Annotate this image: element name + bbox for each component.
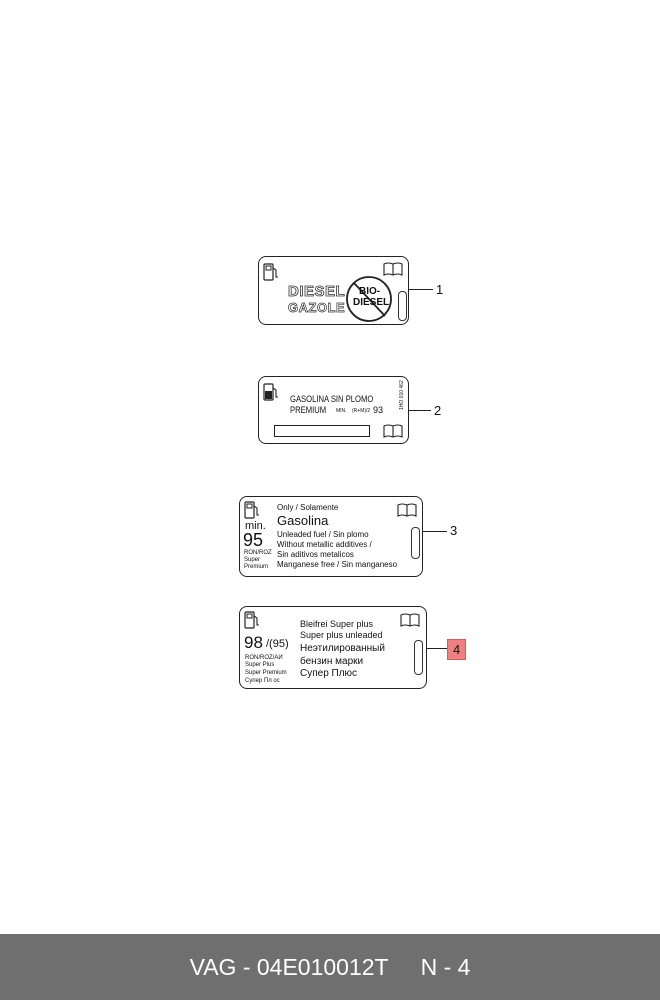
diesel-text: DIESEL xyxy=(288,283,346,300)
super-ru-text: Супер Пл ос xyxy=(245,678,280,684)
part-code-pill xyxy=(411,527,420,559)
rm-text: (R+M)/2 xyxy=(352,408,371,414)
gazole-text: GAZOLE xyxy=(288,300,346,315)
side-code-text: 1HO 010 462 xyxy=(399,380,405,410)
sin-aditivos-text: Sin aditivos metalicos xyxy=(277,550,354,559)
footer-bar: VAG - 04E010012T N - 4 xyxy=(0,934,660,1000)
only-solamente-text: Only / Solamente xyxy=(277,503,339,512)
manual-book-icon xyxy=(383,262,403,276)
no-biodiesel-icon xyxy=(346,276,392,322)
callout-leader-3 xyxy=(423,531,447,532)
premium-text: PREMIUM xyxy=(290,405,327,415)
fuel-pump-icon xyxy=(244,611,259,629)
manganese-free-text: Manganese free / Sin manganeso xyxy=(277,560,398,569)
super-plus-ru-text: Супер Плюс xyxy=(300,668,358,679)
callout-4: 4 xyxy=(447,639,467,660)
part-number: VAG - 04E010012T xyxy=(189,953,389,980)
super-plus-text: Super Plus xyxy=(245,662,275,668)
super-premium-text: Super Premium xyxy=(245,670,287,676)
callout-leader-1 xyxy=(409,289,433,290)
diesel-badge-text: DIESEL xyxy=(353,297,390,308)
bleifrei-text: Bleifrei Super plus xyxy=(300,619,374,629)
octane-95-alt: /(95) xyxy=(266,638,289,650)
ron-roz-text: RON/ROZ xyxy=(244,550,272,556)
unleaded-text: Unleaded fuel / Sin plomo xyxy=(277,530,369,539)
callout-1: 1 xyxy=(436,282,444,297)
callout-leader-2 xyxy=(409,410,431,411)
benzin-marki-text: бензин марки xyxy=(300,656,364,667)
neetilirovanny-text: Неэтилированный xyxy=(300,643,385,654)
super-text: Super xyxy=(244,557,261,563)
manual-book-icon xyxy=(397,503,417,517)
octane-93: 93 xyxy=(373,405,384,415)
diesel-label: DIESEL GAZOLE BIO- DIESEL xyxy=(258,256,409,325)
without-metallic-text: Without metallic additives / xyxy=(277,540,372,549)
blank-field xyxy=(274,425,370,437)
fuel-pump-icon xyxy=(263,383,278,401)
super-plus-98-label: 98 /(95) RON/ROZ/АИ Super Plus Super Pre… xyxy=(239,606,427,689)
part-code-pill xyxy=(414,640,423,675)
gasolina-text: GASOLINA SIN PLOMO xyxy=(290,394,374,404)
callout-leader-4 xyxy=(427,648,447,649)
fuel-pump-icon xyxy=(244,501,259,519)
octane-95: 95 xyxy=(243,530,264,550)
gasolina-95-label: min. 95 RON/ROZ Super Premium Only / Sol… xyxy=(239,496,423,577)
part-code-pill xyxy=(398,291,407,321)
reference-number: N - 4 xyxy=(420,953,471,980)
bio-text: BIO- xyxy=(359,286,381,297)
ron-roz-ai-text: RON/ROZ/АИ xyxy=(245,655,283,661)
min-text: MIN. xyxy=(336,408,347,414)
manual-book-icon xyxy=(383,424,403,438)
unleaded-text: Super plus unleaded xyxy=(300,630,383,640)
premium-text: Premium xyxy=(244,564,269,570)
gasolina-sin-plomo-label: GASOLINA SIN PLOMO PREMIUM MIN. (R+M)/2 … xyxy=(258,376,409,444)
manual-book-icon xyxy=(400,613,420,627)
callout-3: 3 xyxy=(450,523,458,538)
octane-98: 98 xyxy=(244,633,263,652)
gasolina-title: Gasolina xyxy=(277,513,329,528)
min-label: min. xyxy=(245,520,266,532)
fuel-pump-icon xyxy=(263,263,278,281)
callout-2: 2 xyxy=(434,403,442,418)
